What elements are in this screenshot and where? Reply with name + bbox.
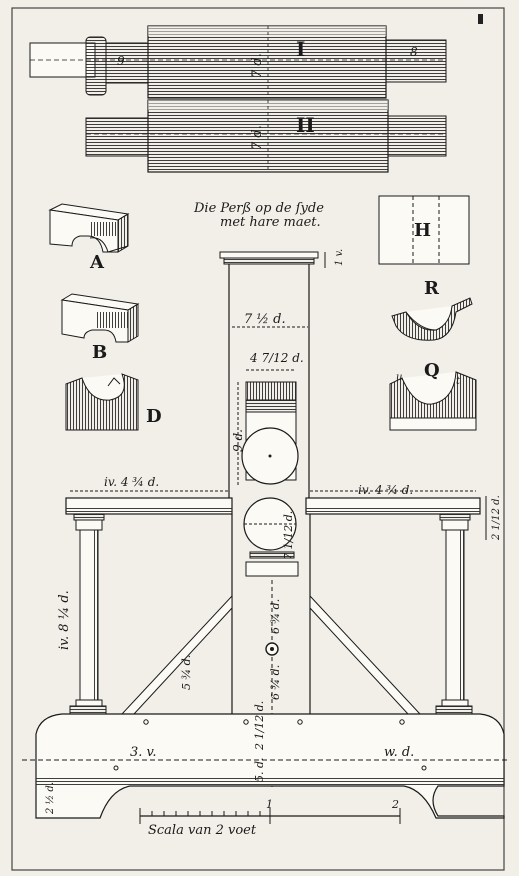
cap-height-dim: 1 v.	[334, 249, 345, 266]
roller-two-body-dim: 7 d.	[250, 125, 265, 150]
roller-one-collar	[85, 36, 107, 96]
brace-dim: 5 ¾ d.	[180, 655, 193, 690]
base-left-dim: 3. v.	[130, 745, 156, 760]
part-h-letter: H	[414, 220, 431, 241]
part-q-letter: Q	[424, 360, 440, 381]
block-width-dim: 4 7/12 d.	[249, 351, 304, 365]
roller-one-body	[147, 25, 387, 99]
roller-dim: 7 1/12 d.	[282, 511, 295, 560]
part-q-mark-t: t	[456, 376, 461, 387]
part-d-letter: D	[146, 406, 162, 427]
scale-tick-1: 1	[266, 798, 273, 811]
upper-height-dim: 9 d.	[231, 429, 245, 452]
part-b-letter: B	[92, 342, 107, 363]
arm-thickness-dim: 2 1/12 d.	[491, 495, 502, 541]
caption-line-1: Die Perß op de ſyde	[193, 201, 324, 216]
part-h: H	[378, 195, 470, 265]
scale-label: Scala van 2 voet	[148, 823, 257, 838]
caption-line-2: met hare maet.	[220, 215, 321, 230]
roller-one: I 7 d. 9 8	[29, 25, 447, 99]
arms: iv. 4 ¾ d. iv. 4 ¾ d. 2 1/12 d.	[65, 475, 502, 541]
roller-one-right-dim: 8	[410, 45, 418, 59]
base: 3. v. w. d. 2 1/12 d. 5. d. 2 ½ d.	[22, 701, 508, 819]
roller-two-right-axle	[387, 115, 447, 157]
part-r-letter: R	[424, 278, 440, 299]
roller-one-right-axle	[385, 39, 447, 83]
roller-two: II 7 d.	[85, 99, 447, 173]
left-arm-dim: iv. 4 ¾ d.	[104, 475, 159, 489]
part-a-letter: A	[89, 252, 105, 273]
roller-one-neck-left	[105, 42, 149, 84]
braces: 5 ¾ d.	[120, 594, 422, 715]
plate-border	[11, 7, 505, 871]
roller-two-left-axle	[85, 117, 149, 157]
part-d: D	[65, 373, 162, 431]
part-a: A	[48, 203, 130, 273]
right-pillar	[435, 513, 473, 717]
plate-mark	[478, 14, 483, 24]
roller-one-numeral: I	[296, 37, 305, 61]
left-pillar: iv. 8 ¼ d.	[57, 513, 107, 717]
part-b: B	[60, 293, 140, 363]
scale-tick-2: 2	[391, 798, 399, 811]
base-outer-dim: 5. d.	[253, 757, 266, 782]
upper-shaft-dim: 6 ¾ d.	[269, 599, 282, 634]
right-arm-dim: iv. 4 ¾ d.	[358, 483, 413, 497]
base-right-dim: w. d.	[384, 745, 414, 760]
pillar-height-dim: iv. 8 ¼ d.	[57, 590, 72, 650]
roller-one-left-dim: 9	[117, 54, 125, 68]
part-r: R	[391, 278, 473, 341]
roller-two-numeral: II	[296, 113, 315, 137]
part-q: Q u t	[389, 360, 477, 431]
foot-dim: 2 ½ d.	[45, 782, 56, 815]
part-q-mark-u: u	[396, 372, 402, 383]
column-width-dim: 7 ½ d.	[244, 312, 286, 327]
roller-one-body-dim: 7 d.	[250, 53, 265, 78]
base-inner-dim: 2 1/12 d.	[253, 701, 266, 751]
lower-shaft-dim: 6 ¾ d.	[269, 665, 282, 700]
scale-bar: 1 2 Scala van 2 voet	[139, 798, 401, 838]
press-frame: 1 v. 7 ½ d. 4 7/12 d. 9 d. 7 1/12 d. 6 ¾…	[219, 249, 345, 790]
